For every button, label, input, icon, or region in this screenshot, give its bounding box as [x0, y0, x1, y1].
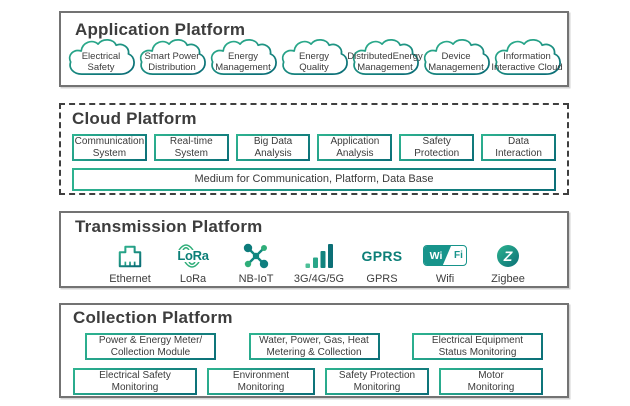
zigbee-icon: Z [497, 244, 519, 267]
signal-arcs-icon [184, 261, 200, 268]
medium-communication-bar: Medium for Communication, Platform, Data… [72, 168, 556, 191]
cloud-label: Device [441, 50, 471, 62]
ethernet-port-icon [118, 245, 142, 267]
cloud-shape-icon [423, 39, 490, 75]
transmission-item-cellular: 3G/4G/5G [288, 240, 350, 285]
transmission-platform-section: Transmission Platform Ethernet [59, 211, 569, 288]
cloud-label: Energy [227, 50, 259, 62]
cloud-shape-icon [352, 39, 419, 75]
box-power-energy-meter: Power & Energy Meter/Collection Module [85, 333, 216, 360]
signal-arcs-icon [178, 243, 194, 250]
transmission-item-ethernet: Ethernet [99, 240, 161, 285]
cloud-label: Information [503, 50, 551, 62]
cloud-label: Management [428, 61, 484, 73]
transmission-label: LoRa [179, 273, 207, 285]
cloud-label: Distribution [148, 61, 196, 73]
collection-row-1: Power & Energy Meter/Collection Module W… [73, 333, 555, 360]
cloud-label: Interactive Cloud [491, 61, 563, 73]
transmission-label: Zigbee [491, 273, 525, 285]
lora-icon: LoRa [177, 243, 209, 269]
transmission-item-wifi: Wi Fi Wifi [414, 240, 476, 285]
cloud-label: Management [357, 61, 413, 73]
transmission-item-gprs: GPRS GPRS [351, 240, 413, 286]
cloud-platform-title: Cloud Platform [72, 109, 197, 128]
transmission-label: Wifi [435, 273, 455, 285]
cloud-label: Energy [298, 50, 330, 62]
cloud-shape-icon [139, 39, 206, 75]
transmission-platform-title: Transmission Platform [75, 217, 263, 236]
transmission-icons-row: Ethernet LoRa [75, 240, 553, 285]
lora-wordmark: LoRa [177, 247, 209, 263]
transmission-label: Ethernet [109, 273, 151, 285]
transmission-item-lora: LoRa LoRa [162, 240, 224, 285]
transmission-item-zigbee: Z Zigbee [477, 240, 539, 285]
cloud-shape-icon [494, 39, 561, 75]
transmission-item-nbiot: NB-IoT [225, 240, 287, 285]
transmission-label: 3G/4G/5G [293, 273, 345, 285]
gprs-wordmark-icon: GPRS [361, 247, 403, 264]
application-platform-title: Application Platform [75, 20, 246, 39]
network-nodes-icon [243, 243, 269, 268]
collection-platform-section: Collection Platform Power & Energy Meter… [59, 303, 569, 398]
cloud-label: Quality [299, 61, 329, 73]
cloud-label: DistributedEnergy [347, 50, 423, 62]
cloud-label: Smart Power [144, 50, 200, 62]
wifi-badge-icon: Wi Fi [423, 245, 467, 266]
signal-bars-icon [305, 243, 333, 268]
transmission-label: NB-IoT [238, 273, 274, 285]
cloud-shape-icon [281, 39, 348, 75]
cloud-shape-icon [210, 39, 277, 75]
cloud-label: Electrical [81, 50, 121, 62]
transmission-label: GPRS [366, 273, 398, 285]
cloud-shape-icon [68, 39, 135, 75]
collection-platform-title: Collection Platform [73, 308, 233, 327]
cloud-label: Management [215, 61, 271, 73]
cloud-label: Safety [87, 61, 115, 73]
